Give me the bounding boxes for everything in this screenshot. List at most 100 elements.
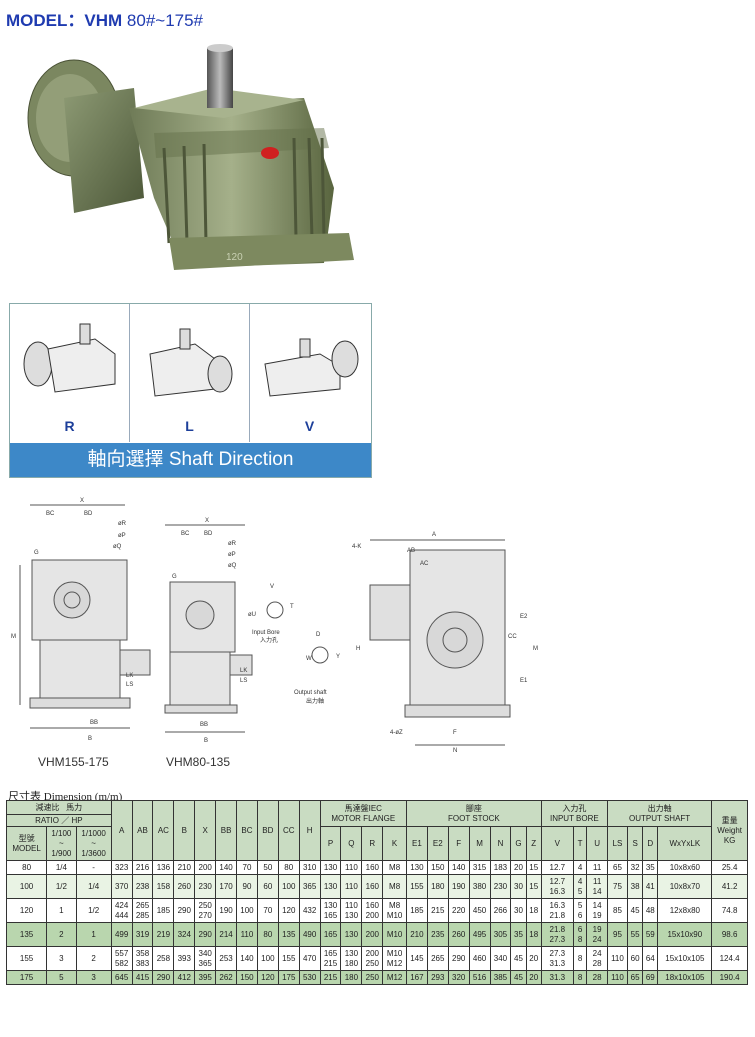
dim-p-2: øP — [228, 552, 236, 558]
cell-r: 250 — [361, 970, 384, 985]
cell-v: 21.8 27.3 — [540, 922, 574, 947]
cell-m: 495 — [468, 922, 491, 947]
cell-n: 385 — [489, 970, 512, 985]
cell-hp: 1/4 — [75, 874, 112, 899]
dim-z: 4-øZ — [390, 730, 403, 736]
cell-bc: 150 — [236, 970, 258, 985]
dim-bc-2: BC — [181, 531, 190, 537]
cell-v: 27.3 31.3 — [540, 946, 574, 971]
cell-k: M10 — [382, 922, 407, 947]
cell-model: 100 — [5, 874, 48, 899]
cell-r: 160 200 — [361, 898, 384, 923]
output-shaft-label: Output shaft — [294, 690, 327, 696]
cell-n: 183 — [489, 860, 512, 875]
dim-h: H — [356, 646, 360, 652]
cell-v: 12.7 16.3 — [540, 874, 574, 899]
cell-bc: 100 — [236, 898, 258, 923]
cell-model: 120 — [5, 898, 48, 923]
col-e1: E1 — [405, 826, 428, 861]
cell-a: 499 — [110, 922, 133, 947]
cell-q: 110 — [340, 860, 363, 875]
cell-z: 20 — [525, 970, 542, 985]
cell-t: 8 — [572, 970, 588, 985]
col-ls: LS — [606, 826, 629, 861]
cell-ls: 65 — [606, 860, 629, 875]
cell-kg: 190.4 — [711, 970, 748, 985]
cell-x: 250 270 — [194, 898, 217, 923]
dim-lk-2: LK — [240, 668, 247, 674]
cell-bb: 170 — [215, 874, 238, 899]
cell-ratio: 1/4 — [46, 860, 77, 875]
cell-bb: 140 — [215, 860, 238, 875]
cell-s: 32 — [627, 860, 644, 875]
col-a: A — [110, 800, 133, 861]
dim-w: W — [306, 656, 312, 662]
cell-m: 380 — [468, 874, 491, 899]
cell-u: 11 14 — [586, 874, 608, 899]
cell-ls: 85 — [606, 898, 629, 923]
cell-ratio: 1 — [46, 898, 77, 923]
dim-n: N — [453, 748, 457, 754]
dim-lk-1: LK — [126, 673, 133, 679]
ratio-range: 1/100~1/900 — [46, 826, 77, 861]
cell-hp: 2 — [75, 946, 112, 971]
drawing-vhm80 — [164, 524, 329, 733]
cell-f: 220 — [447, 898, 470, 923]
dim-e1: E1 — [520, 678, 528, 684]
col-e2: E2 — [426, 826, 449, 861]
cell-q: 130 180 — [340, 946, 363, 971]
dim-g-1: G — [34, 550, 39, 556]
cell-e2: 180 — [426, 874, 449, 899]
cell-k: M12 — [382, 970, 407, 985]
cell-cc: 120 — [277, 898, 300, 923]
dim-bc-1: BC — [46, 511, 55, 517]
cell-bc: 140 — [236, 946, 258, 971]
cell-e1: 167 — [405, 970, 428, 985]
dim-r-1: øR — [118, 521, 127, 527]
col-k: K — [382, 826, 407, 861]
dim-bd-1: BD — [84, 511, 93, 517]
cell-wyl: 10x8x70 — [657, 874, 713, 899]
cell-hp: 3 — [75, 970, 112, 985]
direction-option-l: L — [130, 304, 250, 442]
dim-bb-2: BB — [200, 722, 208, 728]
dim-bd-2: BD — [204, 531, 213, 537]
col-s: S — [627, 826, 644, 861]
col-wyl: WxYxLK — [657, 826, 713, 861]
cell-x: 290 — [194, 922, 217, 947]
dim-ls-1: LS — [126, 682, 133, 688]
col-v: V — [540, 826, 574, 861]
cell-n: 266 — [489, 898, 512, 923]
cell-q: 180 — [340, 970, 363, 985]
dim-q-1: øQ — [113, 544, 122, 550]
dim-r-2: øR — [228, 541, 237, 547]
direction-label-r: R — [64, 418, 75, 434]
cell-b: 412 — [173, 970, 196, 985]
dim-m-1: M — [11, 634, 16, 640]
cell-s: 55 — [627, 922, 644, 947]
cell-cc: 175 — [277, 970, 300, 985]
cell-d: 48 — [642, 898, 659, 923]
model-label: MODEL：VHM — [6, 11, 123, 30]
col-z: Z — [525, 826, 542, 861]
col-h: H — [298, 800, 321, 861]
cell-kg: 74.8 — [711, 898, 748, 923]
cell-m: 516 — [468, 970, 491, 985]
cell-bd: 60 — [256, 874, 279, 899]
cell-ab: 216 — [131, 860, 154, 875]
col-x: X — [194, 800, 217, 861]
cell-f: 290 — [447, 946, 470, 971]
cell-z: 15 — [525, 874, 542, 899]
cell-ac: 258 — [152, 946, 175, 971]
cell-g: 35 — [510, 922, 527, 947]
caption-vhm155-175: VHM155-175 — [38, 755, 109, 769]
cell-cc: 135 — [277, 922, 300, 947]
cell-s: 60 — [627, 946, 644, 971]
